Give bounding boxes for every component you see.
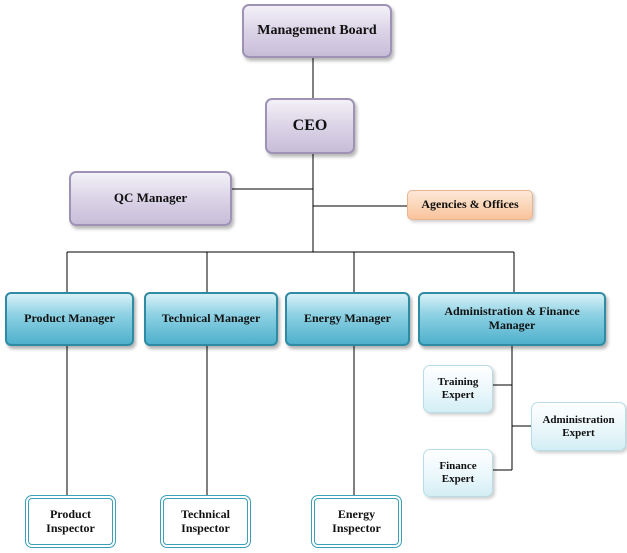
training-expert-node: Training Expert [423,365,493,413]
technical-inspector-node: Technical Inspector [160,495,251,548]
finance-expert-node: Finance Expert [423,449,493,497]
energy-manager-node: Energy Manager [285,292,410,346]
technical-manager-node: Technical Manager [144,292,278,346]
ceo-node: CEO [265,98,355,154]
product-inspector-node: Product Inspector [25,495,116,548]
product-manager-node: Product Manager [5,292,134,346]
agencies-offices-node: Agencies & Offices [407,190,533,220]
management-board-node: Management Board [242,4,392,58]
administration-finance-manager-node: Administration & Finance Manager [418,292,606,346]
qc-manager-node: QC Manager [69,171,232,226]
energy-inspector-node: Energy Inspector [311,495,402,548]
administration-expert-node: Administration Expert [531,402,626,451]
